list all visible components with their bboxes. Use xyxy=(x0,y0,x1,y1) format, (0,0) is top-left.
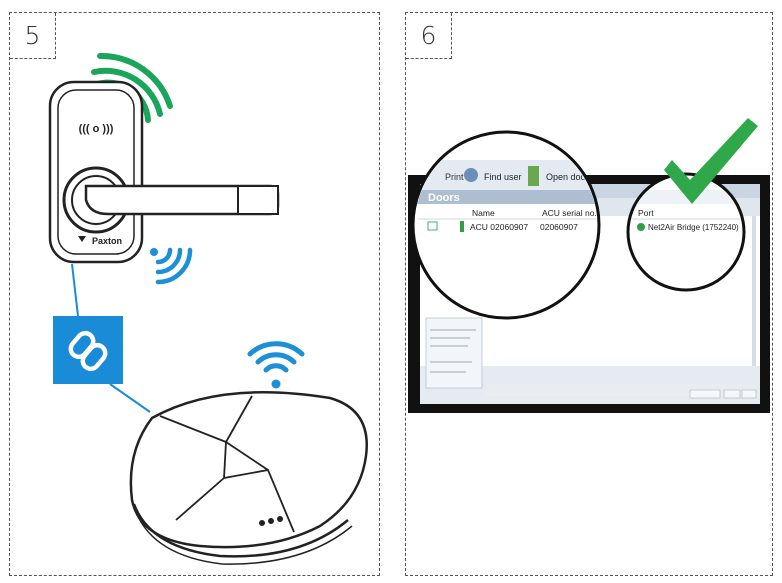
brand-label: Paxton xyxy=(92,236,122,246)
net2air-bridge-device xyxy=(129,391,368,565)
magnifier-port: Port Net2Air Bridge (1752240) xyxy=(626,172,746,292)
door-row-name: ACU 02060907 xyxy=(470,222,528,232)
door-row-serial: 02060907 xyxy=(540,222,578,232)
door-lock-icon: ((( o ))) Paxton xyxy=(48,80,280,264)
link-icon xyxy=(53,316,123,384)
column-serial: ACU serial no. xyxy=(542,208,597,218)
column-name: Name xyxy=(472,208,495,218)
step-number: 6 xyxy=(406,13,452,59)
toolbar-item: Print xyxy=(445,172,464,182)
find-user-button: Find user xyxy=(484,172,522,182)
wireless-signal-icon xyxy=(150,247,193,285)
step-5-panel: 5 xyxy=(9,12,380,576)
open-door-button: Open door xyxy=(546,172,589,182)
bridge-wifi-icon xyxy=(247,341,305,389)
step-6-panel: 6 xyxy=(405,12,773,576)
check-icon xyxy=(664,118,758,204)
section-title: Doors xyxy=(428,192,460,204)
door-row-port: Net2Air Bridge (1752240) xyxy=(648,223,739,232)
rfid-symbol: ((( o ))) xyxy=(79,123,114,135)
step-number: 5 xyxy=(10,13,56,59)
column-port: Port xyxy=(638,208,654,218)
magnifier-doors-list: Print Find user Open door Doors Name ACU… xyxy=(411,130,601,320)
